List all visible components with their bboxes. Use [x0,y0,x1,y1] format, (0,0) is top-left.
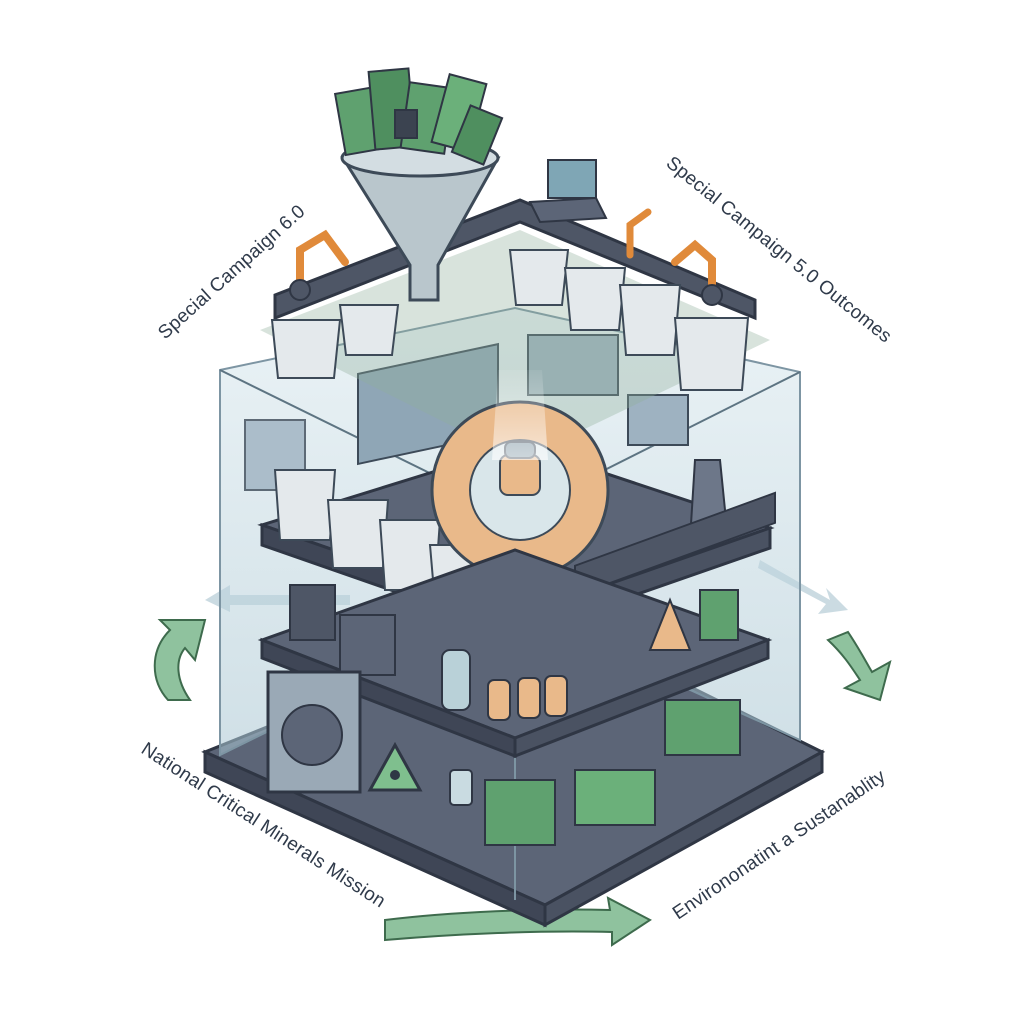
green-machine [664,699,741,756]
bin [508,249,570,306]
green-machine [574,769,656,826]
robotic-arm-icon [671,239,723,306]
cylinder [517,677,541,719]
right-cycle-arrow [826,630,892,702]
bin [338,304,400,356]
bin [673,317,750,391]
robotic-arm-icon [626,208,652,259]
bottom-cycle-arrow [384,896,652,947]
sorting-bins [270,249,750,391]
left-cycle-arrow [153,619,207,701]
cylinder [487,679,511,721]
lower-tray [257,548,773,759]
bin [273,469,337,541]
machine [289,584,336,641]
bin [563,267,627,331]
ground-equipment [266,670,741,846]
bin [270,319,342,379]
bin [326,499,390,569]
bin [618,284,682,356]
top-conveyor [260,159,770,460]
circuit-boards [333,67,504,166]
tower [648,597,692,651]
biohazard-icon [367,741,423,792]
robotic-arm-icon [289,229,349,301]
cylinder [544,675,568,717]
machine [699,589,739,641]
funnel-icon [333,67,504,302]
laptop-icon [528,159,608,224]
cylinder [441,649,471,711]
screen-right [627,394,689,446]
machine [339,614,396,676]
upper-tray [257,370,776,638]
beaker [449,769,473,806]
green-machine [484,779,556,846]
